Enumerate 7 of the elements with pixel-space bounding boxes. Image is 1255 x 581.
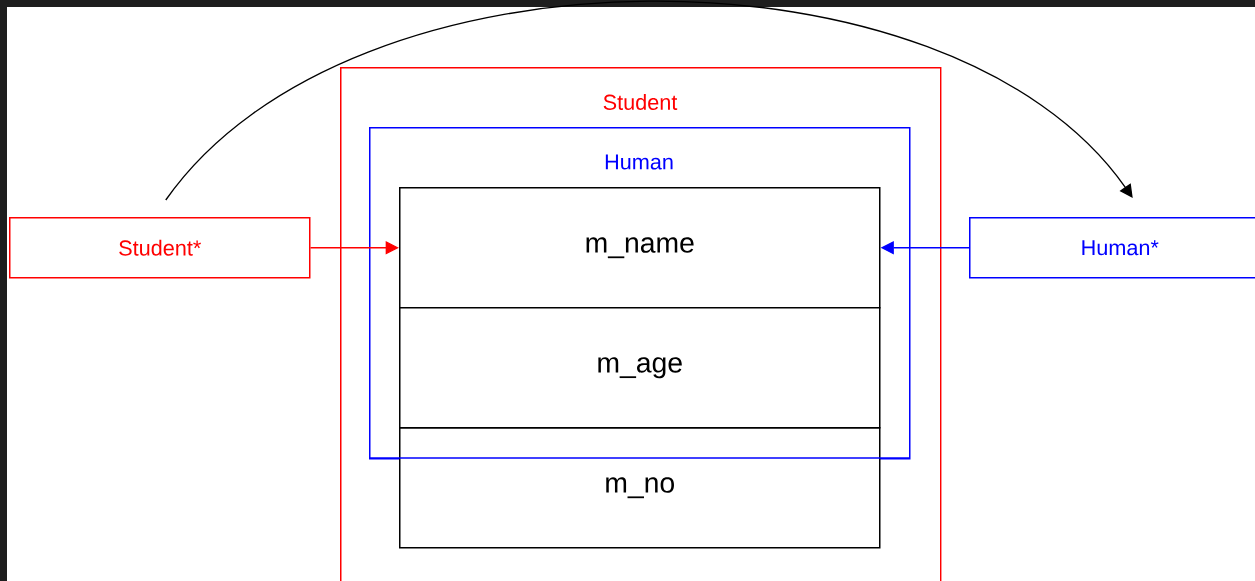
arrow [309,240,399,255]
field-box: Student* [9,217,311,279]
field-box: Human* [969,217,1255,279]
arrow [165,0,1133,201]
field-box: m_name [399,187,881,309]
field-box: m_age [399,307,881,429]
field-box: m_no [399,427,881,549]
